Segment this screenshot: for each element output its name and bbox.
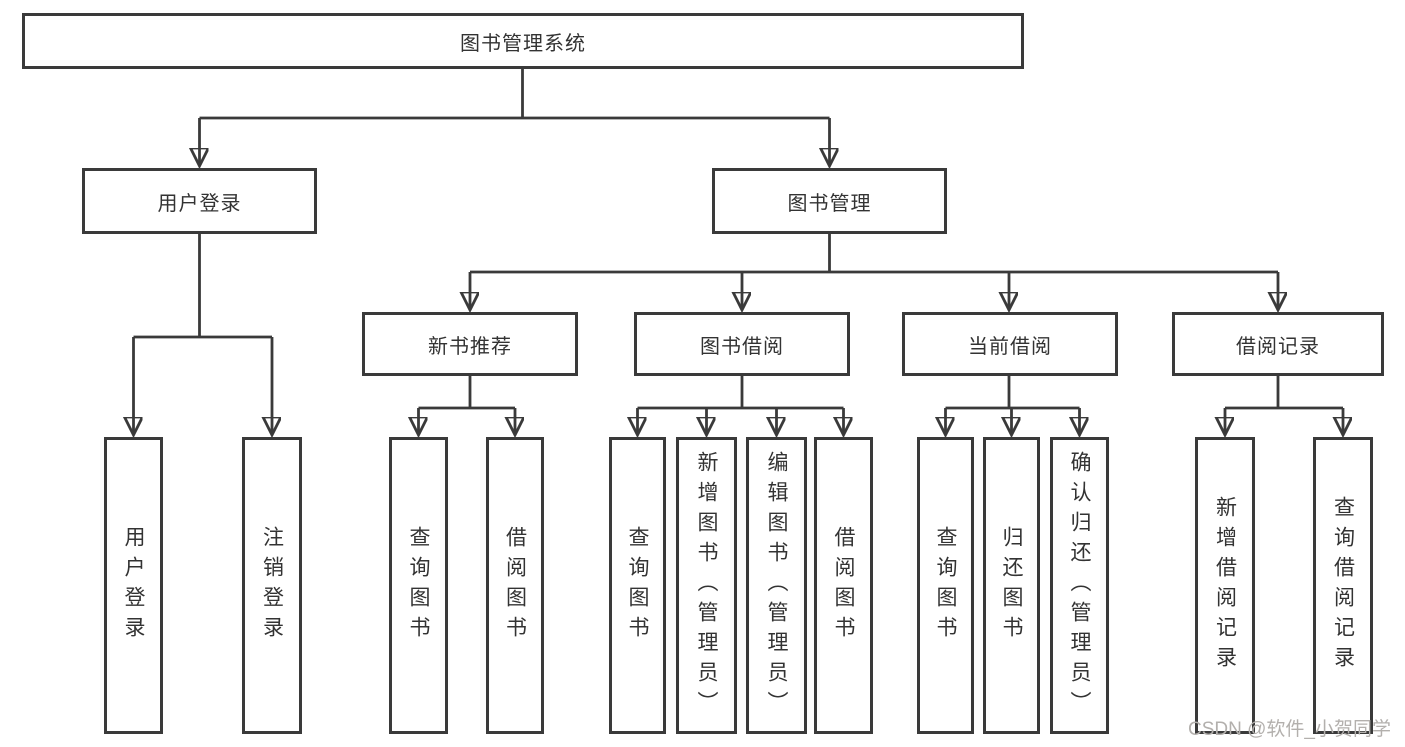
connector-recommend-trunk xyxy=(418,376,515,410)
node-book-borrow: 图书借阅 xyxy=(634,312,850,376)
leaf-label: 查询图书 xyxy=(407,525,430,646)
connector-borrow-trunk xyxy=(637,376,844,410)
node-label: 用户登录 xyxy=(157,192,242,215)
leaf-user-login: 用户登录 xyxy=(104,437,163,734)
connector-records-trunk xyxy=(1225,376,1343,410)
leaf-query-borrow-record: 查询借阅记录 xyxy=(1313,437,1373,734)
node-new-book-recommend: 新书推荐 xyxy=(362,312,578,376)
node-current-borrow: 当前借阅 xyxy=(902,312,1118,376)
csdn-watermark: CSDN @软件_小贺同学 xyxy=(1188,719,1391,740)
leaf-add-book-admin: 新增图书（管理员） xyxy=(676,437,737,734)
leaf-label: 编辑图书（管理员） xyxy=(765,450,788,721)
leaf-confirm-return-admin: 确认归还（管理员） xyxy=(1050,437,1109,734)
leaf-label: 用户登录 xyxy=(122,525,145,646)
leaf-label: 查询借阅记录 xyxy=(1331,495,1355,676)
leaf-label: 查询图书 xyxy=(934,525,957,646)
leaf-recommend-query-books: 查询图书 xyxy=(389,437,448,734)
node-user-login: 用户登录 xyxy=(82,168,317,234)
leaf-label: 查询图书 xyxy=(626,525,649,646)
leaf-borrow-query-books: 查询图书 xyxy=(609,437,666,734)
node-library-management-system: 图书管理系统 xyxy=(22,13,1024,69)
node-label: 借阅记录 xyxy=(1236,335,1320,358)
leaf-recommend-borrow-books: 借阅图书 xyxy=(486,437,544,734)
leaf-return-book: 归还图书 xyxy=(983,437,1040,734)
leaf-logout: 注销登录 xyxy=(242,437,302,734)
leaf-label: 注销登录 xyxy=(260,525,284,646)
leaf-add-borrow-record: 新增借阅记录 xyxy=(1195,437,1255,734)
leaf-borrow-books: 借阅图书 xyxy=(814,437,873,734)
node-label: 新书推荐 xyxy=(428,335,512,358)
leaf-label: 借阅图书 xyxy=(832,525,855,646)
leaf-label: 归还图书 xyxy=(1000,525,1023,646)
leaf-label: 新增借阅记录 xyxy=(1213,495,1237,676)
connector-book-management-trunk xyxy=(470,234,1278,274)
node-label: 图书管理系统 xyxy=(460,32,586,55)
node-book-management: 图书管理 xyxy=(712,168,947,234)
leaf-label: 确认归还（管理员） xyxy=(1068,450,1091,721)
connector-user-login-trunk xyxy=(133,234,272,339)
leaf-edit-book-admin: 编辑图书（管理员） xyxy=(746,437,807,734)
node-label: 图书管理 xyxy=(787,192,872,215)
node-label: 图书借阅 xyxy=(700,335,784,358)
leaf-label: 借阅图书 xyxy=(503,525,527,646)
leaf-label: 新增图书（管理员） xyxy=(695,450,718,721)
node-borrow-records: 借阅记录 xyxy=(1172,312,1384,376)
leaf-current-query-books: 查询图书 xyxy=(917,437,974,734)
connector-root-trunk xyxy=(199,68,830,120)
connector-current-trunk xyxy=(945,376,1080,410)
node-label: 当前借阅 xyxy=(968,335,1052,358)
